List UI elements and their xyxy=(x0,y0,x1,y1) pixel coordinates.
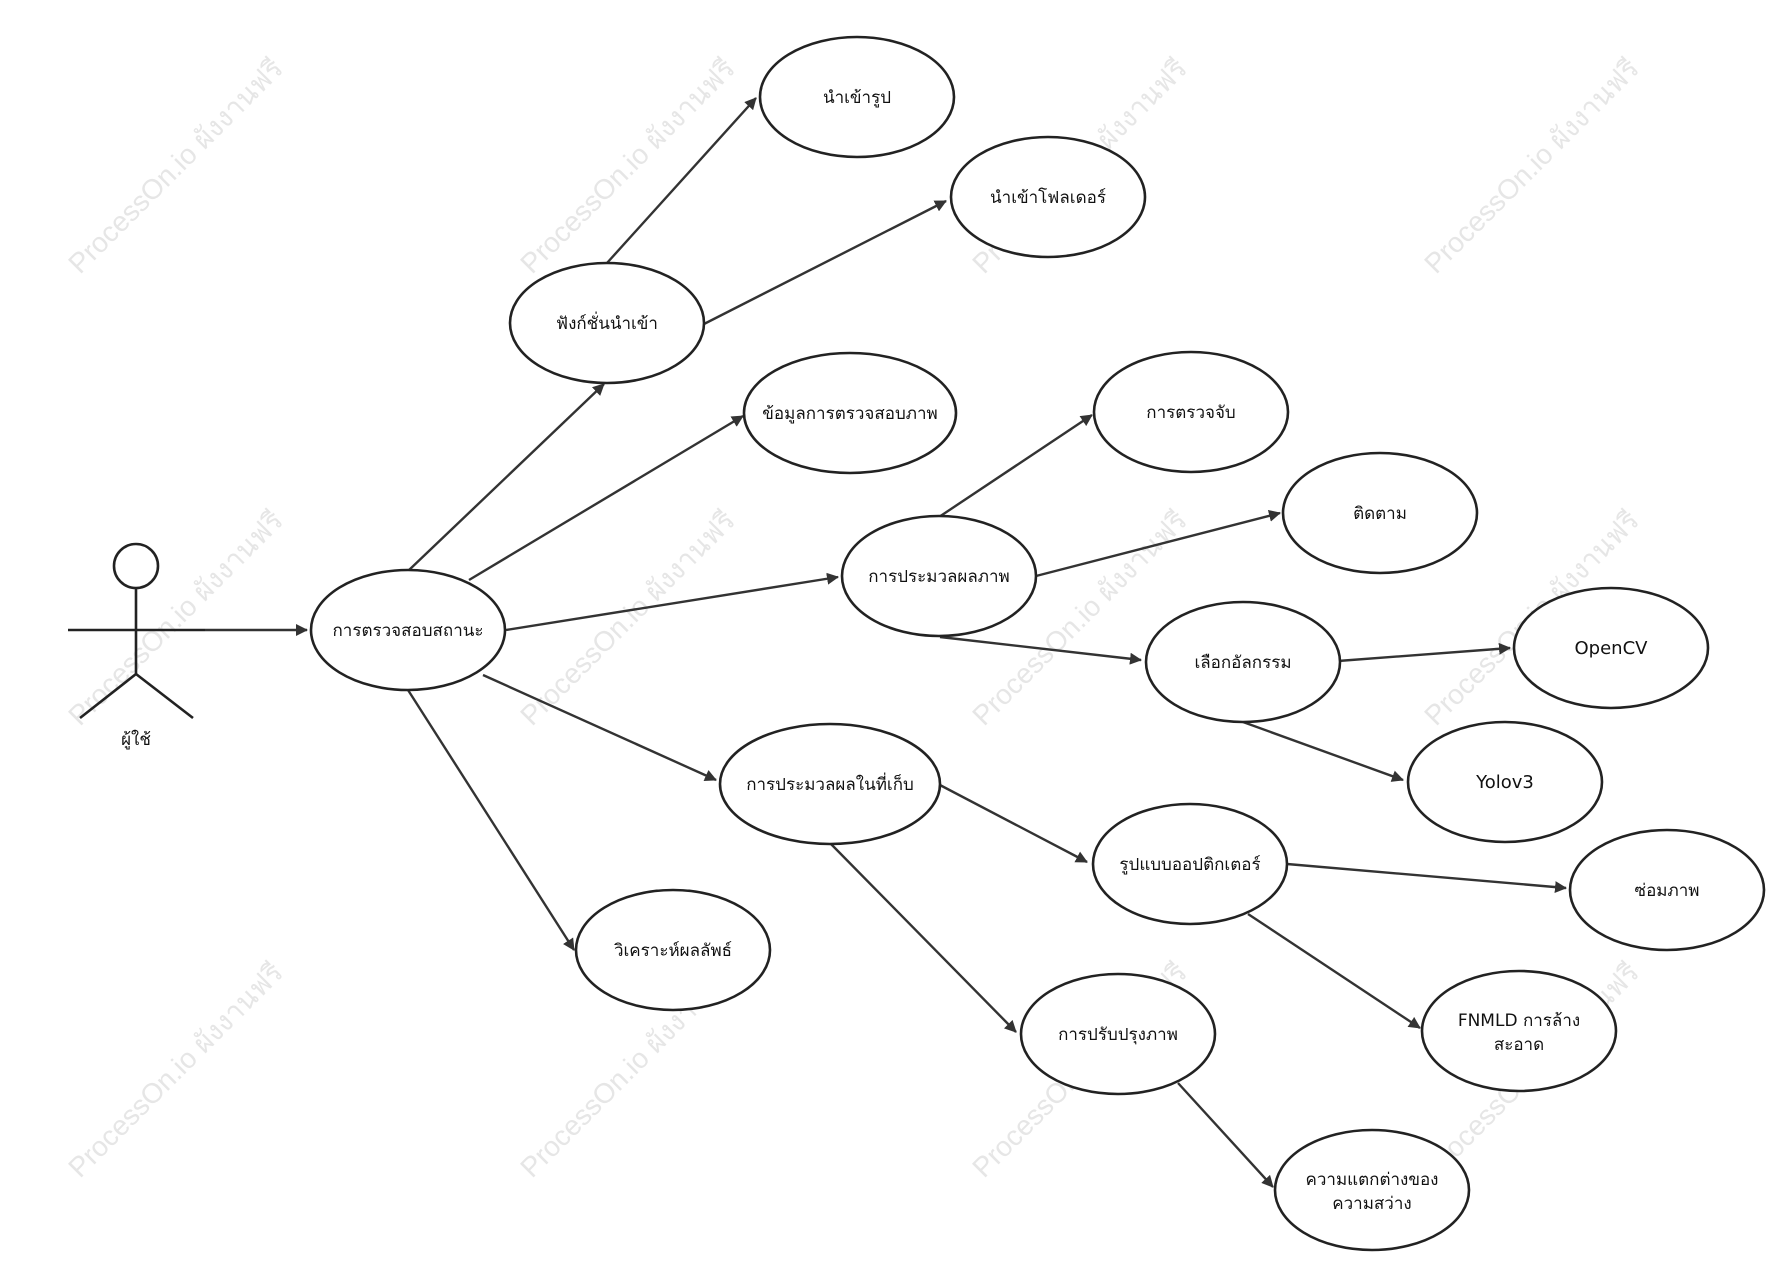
use-case-import-folder[interactable]: นำเข้าโฟลเดอร์ xyxy=(949,135,1147,259)
use-case-label: สะอาด xyxy=(1494,1035,1544,1055)
watermark: ProcessOn.io ผังงานฟรี xyxy=(514,505,741,732)
use-case-label: ซ่อมภาพ xyxy=(1635,881,1700,901)
edge-import-fn-import-folder xyxy=(703,199,947,326)
use-case-label: การตรวจสอบสถานะ xyxy=(333,621,484,641)
use-case-brightness[interactable]: ความแตกต่างของ ความสว่าง xyxy=(1273,1128,1471,1252)
watermark: ProcessOn.io ผังงานฟรี xyxy=(62,505,289,732)
use-case-label: ข้อมูลการตรวจสอบภาพ xyxy=(762,404,937,424)
use-case-label: รูปแบบออปติกเตอร์ xyxy=(1119,855,1260,875)
edge-storage-processing-enhance xyxy=(829,842,1017,1033)
use-case-algorithm[interactable]: เลือกอัลกรรม xyxy=(1144,600,1342,724)
edge-status-import-fn xyxy=(407,383,605,572)
edge-image-processing-tracking xyxy=(1035,509,1281,578)
edge-image-processing-detection xyxy=(938,414,1093,518)
watermark: ProcessOn.io ผังงานฟรี xyxy=(1418,53,1645,280)
use-case-label: การตรวจจับ xyxy=(1146,403,1235,423)
use-case-yolov3[interactable]: Yolov3 xyxy=(1406,720,1604,844)
use-case-analyze[interactable]: วิเคราะห์ผลลัพธ์ xyxy=(574,888,772,1012)
watermark: ProcessOn.io ผังงานฟรี xyxy=(514,53,741,280)
edge-status-image-info xyxy=(468,414,744,582)
edge-storage-processing-optic-format xyxy=(937,782,1088,864)
watermark-layer: ProcessOn.io ผังงานฟรี ProcessOn.io ผังง… xyxy=(62,53,1645,1184)
use-case-status[interactable]: การตรวจสอบสถานะ xyxy=(309,568,507,692)
use-case-label: การปรับปรุงภาพ xyxy=(1058,1025,1178,1045)
use-case-label: นำเข้ารูป xyxy=(823,88,891,108)
use-case-label: Yolov3 xyxy=(1475,772,1534,793)
use-case-storage-processing[interactable]: การประมวลผลในที่เก็บ xyxy=(718,722,942,846)
use-case-tracking[interactable]: ติดตาม xyxy=(1281,451,1479,575)
use-case-label: การประมวลผลในที่เก็บ xyxy=(746,772,914,795)
use-case-label: วิเคราะห์ผลลัพธ์ xyxy=(613,941,732,961)
use-case-import-function[interactable]: ฟังก์ชั่นนำเข้า xyxy=(508,261,706,385)
edge-status-image-processing xyxy=(505,572,839,632)
edge-import-fn-import-image xyxy=(606,97,757,264)
edges xyxy=(205,97,1567,1188)
use-case-label: เลือกอัลกรรม xyxy=(1194,653,1291,673)
use-case-image-processing[interactable]: การประมวลผลภาพ xyxy=(840,514,1038,638)
use-case-label: ฟังก์ชั่นนำเข้า xyxy=(556,311,658,334)
actor[interactable]: ผู้ใช้ xyxy=(68,542,205,750)
use-case-label: นำเข้าโฟลเดอร์ xyxy=(990,187,1106,208)
edge-image-processing-algorithm xyxy=(939,635,1142,665)
use-case-label: ติดตาม xyxy=(1353,504,1407,524)
edge-status-storage-processing xyxy=(482,673,717,782)
actor-head xyxy=(112,542,160,590)
edge-status-analyze xyxy=(406,689,576,951)
use-case-label: ความแตกต่างของ xyxy=(1306,1170,1439,1190)
edge-algorithm-opencv xyxy=(1337,642,1511,663)
edge-optic-format-fnmld xyxy=(1247,912,1421,1030)
use-case-opencv[interactable]: OpenCV xyxy=(1512,586,1710,710)
use-case-detection[interactable]: การตรวจจับ xyxy=(1092,350,1290,474)
use-case-label: FNMLD การล้าง xyxy=(1458,1011,1580,1031)
use-case-enhance[interactable]: การปรับปรุงภาพ xyxy=(1019,972,1217,1096)
use-case-image-info[interactable]: ข้อมูลการตรวจสอบภาพ xyxy=(742,351,958,475)
use-case-label: ความสว่าง xyxy=(1332,1194,1411,1214)
watermark: ProcessOn.io ผังงานฟรี xyxy=(62,957,289,1184)
edge-algorithm-yolov3 xyxy=(1242,720,1404,782)
watermark: ProcessOn.io ผังงานฟรี xyxy=(62,53,289,280)
use-case-fnmld[interactable]: FNMLD การล้าง สะอาด xyxy=(1420,969,1618,1093)
use-case-optic-format[interactable]: รูปแบบออปติกเตอร์ xyxy=(1091,802,1289,926)
edge-enhance-brightness xyxy=(1177,1082,1274,1188)
actor-label: ผู้ใช้ xyxy=(121,729,151,750)
actor-right-leg xyxy=(135,672,194,720)
edge-optic-format-repair xyxy=(1286,862,1567,894)
use-case-label: การประมวลผลภาพ xyxy=(868,567,1010,587)
use-case-label: OpenCV xyxy=(1575,638,1649,659)
actor-left-leg xyxy=(79,672,137,720)
use-case-repair[interactable]: ซ่อมภาพ xyxy=(1568,828,1766,952)
use-case-import-image[interactable]: นำเข้ารูป xyxy=(758,35,956,159)
